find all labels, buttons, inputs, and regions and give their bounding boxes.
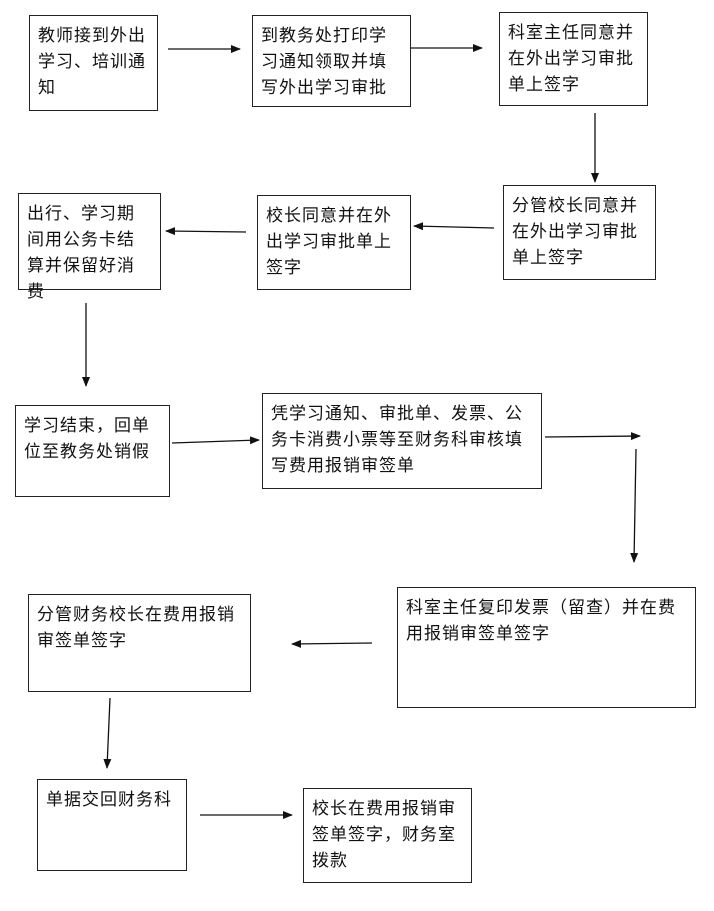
- step-8-text: 凭学习通知、审批单、发票、公务卡消费小票等至财务科审核填写费用报销审签单: [271, 404, 523, 476]
- step-7-text: 学习结束，回单位至教务处销假: [24, 416, 150, 462]
- step-6-pay-with-official-card: 出行、学习期间用公务卡结算并保留好消费: [18, 193, 161, 302]
- step-12-principal-sign-and-pay: 校长在费用报销审签单签字，财务室拨款: [303, 788, 472, 883]
- step-4-text: 分管校长同意并在外出学习审批单上签字: [512, 196, 638, 268]
- arrow-8-right: [544, 432, 641, 441]
- step-4-vice-principal-sign: 分管校长同意并在外出学习审批单上签字: [503, 185, 656, 280]
- step-1-text: 教师接到外出学习、培训通知: [38, 26, 146, 98]
- step-11-text: 单据交回财务科: [46, 790, 172, 810]
- step-10-finance-vice-principal-sign: 分管财务校长在费用报销审签单签字: [28, 594, 251, 692]
- step-8-finance-review: 凭学习通知、审批单、发票、公务卡消费小票等至财务科审核填写费用报销审签单: [262, 393, 542, 489]
- step-1-receive-notice: 教师接到外出学习、培训通知: [29, 15, 158, 111]
- arrow-5-to-6: [165, 227, 247, 236]
- step-5-text: 校长同意并在外出学习审批单上签字: [266, 206, 392, 278]
- step-11-return-documents: 单据交回财务科: [37, 779, 187, 871]
- step-6-text: 出行、学习期间用公务卡结算并保留好消费: [27, 204, 135, 302]
- arrow-down-to-9: [630, 448, 639, 563]
- step-2-text: 到教务处打印学习通知领取并填写外出学习审批: [261, 26, 387, 98]
- arrow-9-to-10: [291, 639, 373, 648]
- step-3-text: 科室主任同意并在外出学习审批单上签字: [508, 23, 634, 95]
- step-10-text: 分管财务校长在费用报销审签单签字: [37, 605, 235, 651]
- step-9-department-head-copy-invoice: 科室主任复印发票（留查）并在费用报销审签单签字: [397, 587, 696, 708]
- arrow-10-to-11: [103, 697, 112, 769]
- step-2-print-and-fill-form: 到教务处打印学习通知领取并填写外出学习审批: [252, 15, 411, 107]
- step-12-text: 校长在费用报销审签单签字，财务室拨款: [312, 799, 456, 871]
- step-3-department-head-sign: 科室主任同意并在外出学习审批单上签字: [499, 12, 648, 106]
- step-7-report-back: 学习结束，回单位至教务处销假: [15, 405, 170, 497]
- arrow-4-to-5: [413, 222, 495, 231]
- step-9-text: 科室主任复印发票（留查）并在费用报销审签单签字: [406, 598, 676, 644]
- arrow-7-to-8: [171, 436, 260, 445]
- step-5-principal-sign: 校长同意并在外出学习审批单上签字: [257, 195, 411, 290]
